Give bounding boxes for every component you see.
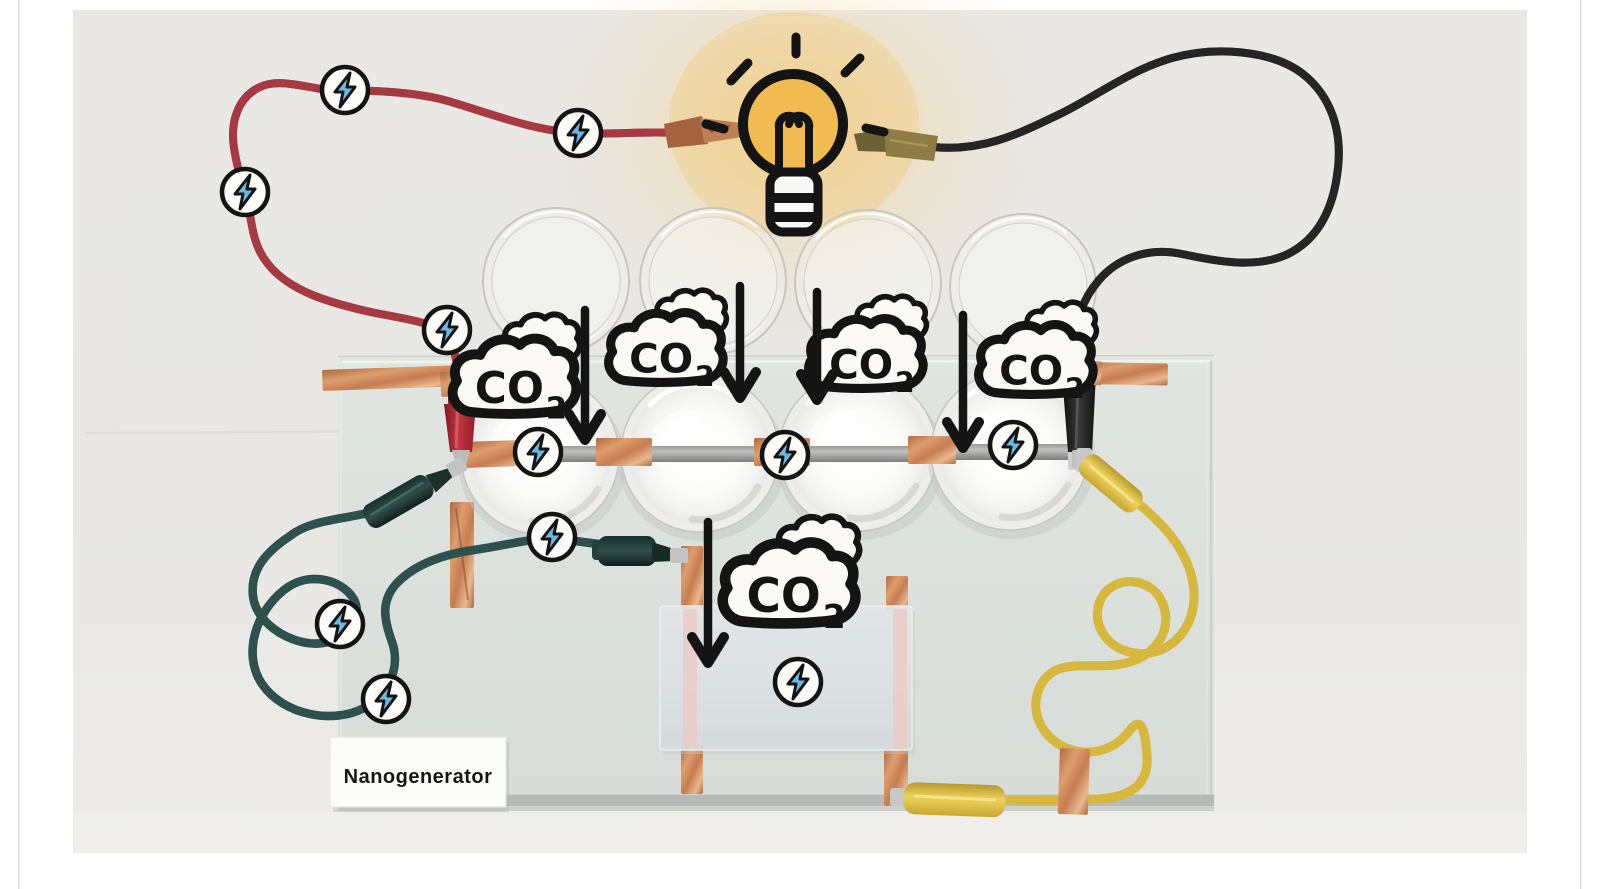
yellow-alligator-clip-top: [1076, 448, 1143, 513]
label-card-text: Nanogenerator: [344, 766, 493, 788]
down-arrow-icon: [569, 305, 601, 440]
membrane-film: [659, 546, 915, 806]
bulb-filament: [774, 111, 803, 174]
yellow-alligator-clip-bottom: [890, 782, 1006, 818]
light-bulb-icon: [701, 32, 889, 237]
label-card: Nanogenerator: [329, 736, 509, 812]
lightning-bolt-icon: [317, 601, 363, 647]
wires: [233, 51, 1339, 800]
down-arrow-icon: [947, 310, 979, 448]
lightning-bolt-icon: [762, 432, 808, 478]
copper-tab: [681, 746, 703, 794]
film-electrode-strip: [683, 609, 697, 747]
film-electrode-strip: [893, 609, 907, 749]
clip-jaw: [446, 456, 468, 478]
copper-tape: [908, 436, 956, 464]
bench-front: [73, 812, 1527, 853]
green-alligator-clip: [362, 456, 468, 528]
down-arrow-icon: [724, 281, 756, 398]
down-arrow-icon: [801, 287, 833, 400]
bulb-filament: [785, 111, 814, 174]
lightning-bolt-icon: [515, 429, 561, 475]
lightning-bolt-icon: [775, 659, 821, 705]
lightning-bolt-icon: [990, 422, 1036, 468]
lightning-bolt-icon: [555, 110, 601, 156]
lightning-bolt-icon: [322, 67, 368, 113]
lightning-bolt-icon: [424, 307, 470, 353]
right-page-border: [1580, 0, 1582, 889]
down-arrows: [569, 281, 979, 663]
bulb-rays: [701, 32, 889, 137]
electrode-strip: [804, 446, 934, 462]
experiment-photo: Nanogenerator: [73, 0, 1527, 853]
left-page-border: [18, 0, 20, 889]
clip-jaw: [670, 548, 688, 563]
electrode-strip: [646, 446, 762, 462]
lightning-bolt-icon: [529, 514, 575, 560]
lightning-bolt-icon: [363, 676, 409, 722]
copper-tape: [596, 438, 652, 466]
lightning-bolt-icon: [222, 169, 268, 215]
down-arrow-icon: [692, 517, 724, 663]
dark-alligator-clip-membrane: [592, 536, 688, 566]
copper-tape-anchor: [1057, 748, 1090, 815]
copper-tab: [886, 576, 908, 612]
